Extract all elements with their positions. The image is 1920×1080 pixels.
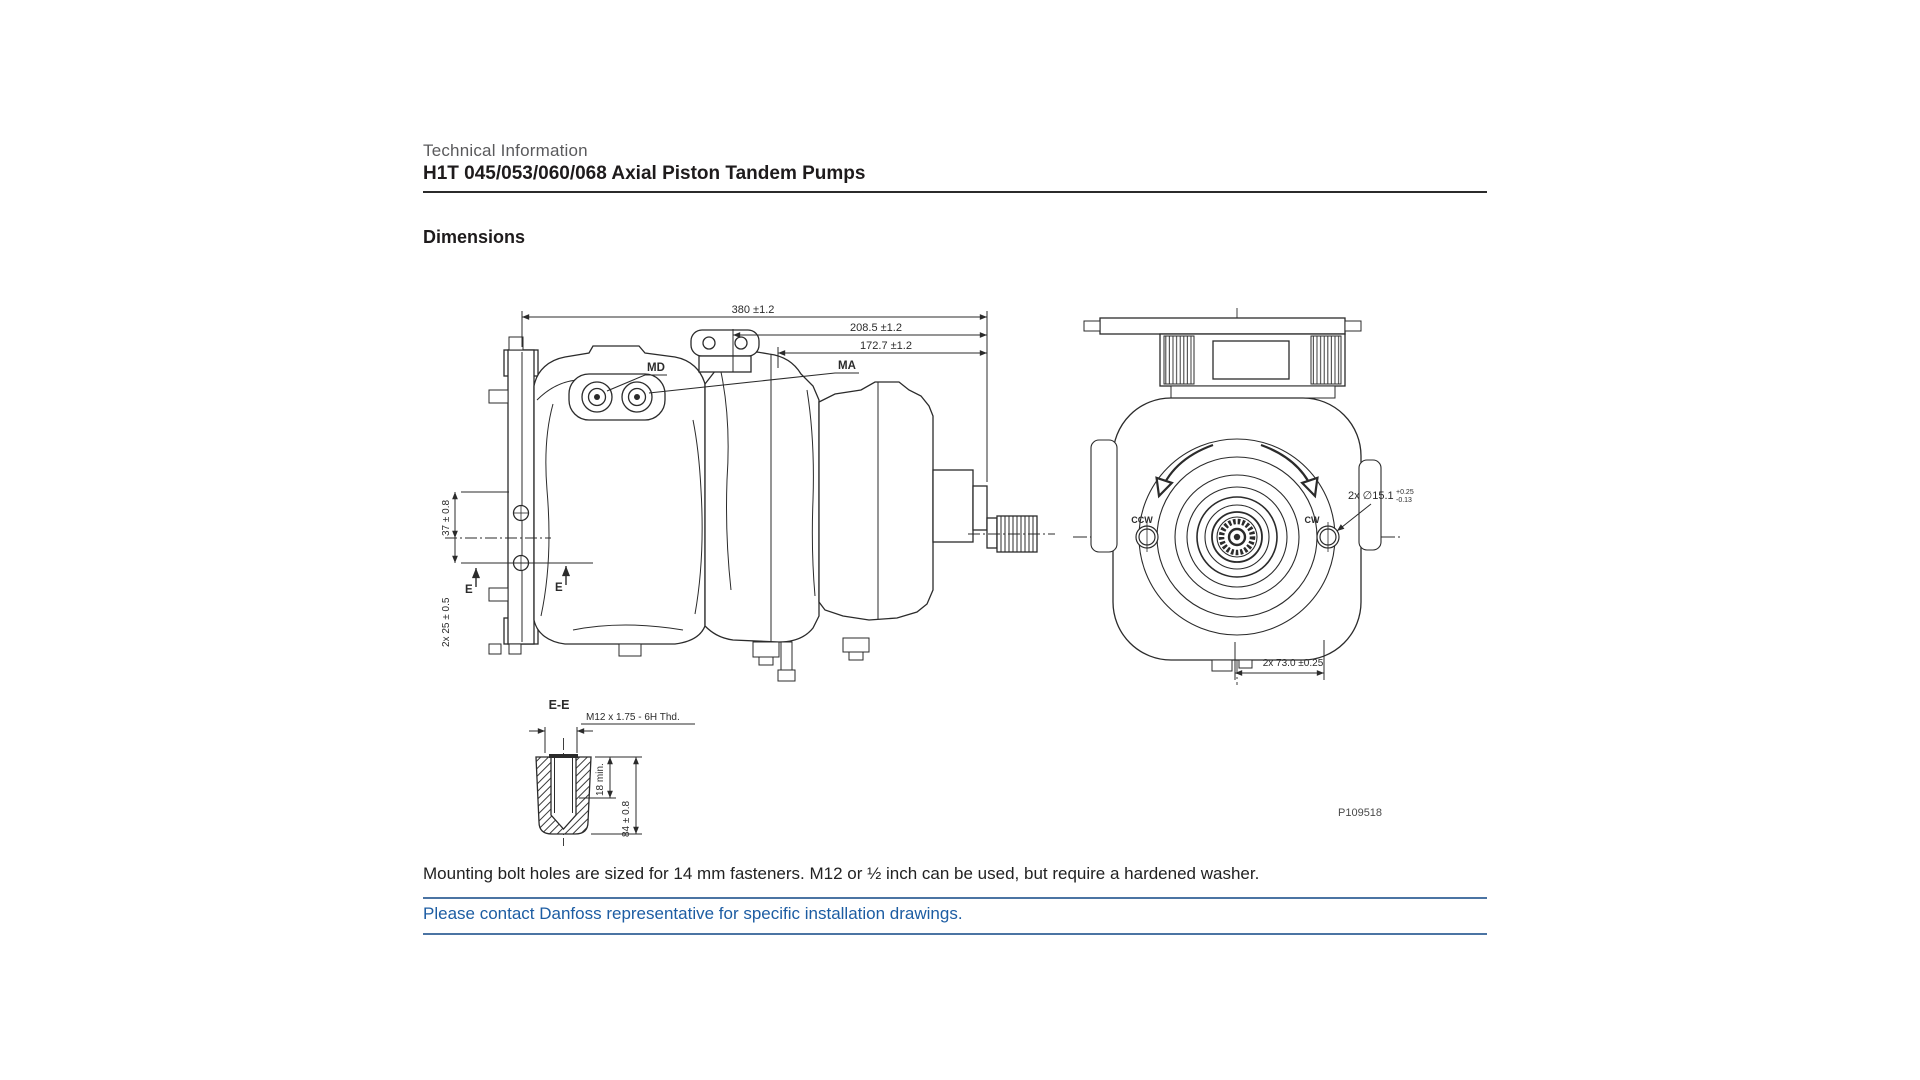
end-cap [818,381,934,661]
dim-84 [591,756,642,835]
rotation-arrows [1155,443,1319,499]
header-rule [423,191,1487,193]
section-e-left-label: E [465,584,473,596]
port-leaders [606,372,859,394]
contact-rule-bottom [423,933,1487,935]
spline-ring [1218,518,1256,556]
section-ee-detail [529,723,695,846]
figure-reference: P109518 [1338,807,1382,819]
dim-thread-width [529,723,695,753]
dim-208 [732,329,987,372]
pilot-tol-plus: +0.25 [1396,489,1414,496]
dim-overall-label: 380 ±1.2 [732,304,775,316]
doc-eyebrow: Technical Information [423,141,588,160]
pilot-tol-minus: -0.13 [1396,497,1412,504]
mounting-note: Mounting bolt holes are sized for 14 mm … [423,864,1260,883]
section-arrows-e [471,566,571,587]
dim-overall-380 [521,311,988,482]
rotation-ccw-label: CCW [1131,515,1153,525]
section-ee-title: E-E [549,698,570,712]
dimensions-drawing: 380 ±1.2 208.5 ±1.2 172.7 ±1.2 MD MA 37 … [441,304,1414,846]
doc-title: H1T 045/053/060/068 Axial Piston Tandem … [423,163,866,184]
dim-port-md-label: 208.5 ±1.2 [850,322,902,334]
rotation-cw-label: CW [1305,515,1320,525]
dim-84-label: 84 ± 0.8 [621,800,632,837]
dim-172 [777,347,987,368]
top-port-bracket [690,329,760,373]
cw-arrow [1260,443,1319,499]
dim-18min [579,757,616,799]
ccw-arrow [1155,443,1214,499]
output-shaft [932,469,1055,553]
pilot-leader [1336,503,1372,532]
gauge-port-bracket [568,373,666,421]
contact-note: Please contact Danfoss representative fo… [423,904,963,923]
dim-flange-37 [452,491,509,563]
mounting-hole-right [1316,522,1340,552]
end-view [1073,308,1403,685]
side-view [445,311,1055,682]
thread-spec-label: M12 x 1.75 - 6H Thd. [586,712,680,723]
dim-flange-label: 37 ± 0.8 [441,499,452,536]
section-e-right-label: E [555,582,563,594]
dim-73 [1234,640,1325,680]
pilot-dim-label: 2x ∅15.1 [1348,490,1394,502]
dim-holes-label: 2x 25 ± 0.5 [441,597,452,647]
dim-73-label: 2x 73.0 ±0.25 [1263,658,1324,669]
port-md-label: MD [647,362,665,374]
contact-rule-top [423,897,1487,899]
port-ma-label: MA [838,360,856,372]
mounting-flange [488,336,539,655]
dim-port-ma-label: 172.7 ±1.2 [860,340,912,352]
control-block [1083,317,1362,399]
drain-plugs [618,641,796,682]
mounting-hole-left [1135,522,1159,552]
rear-pump-housing [704,351,820,643]
section-heading: Dimensions [423,227,526,247]
dim-18min-label: 18 min. [595,763,606,796]
